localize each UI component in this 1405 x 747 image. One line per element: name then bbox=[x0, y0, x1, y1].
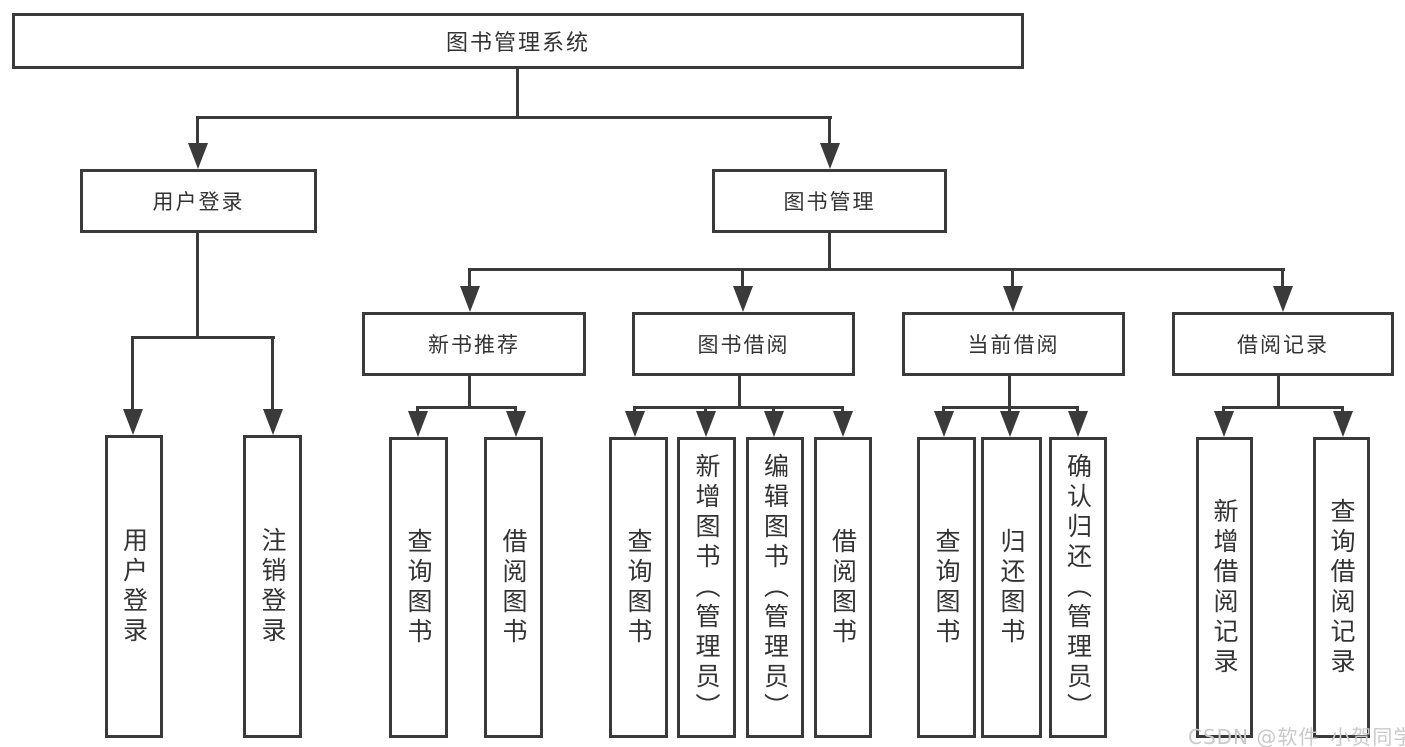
connector-records-stem bbox=[1277, 376, 1280, 409]
leaf-current-confirm-return-admin: 确认归还（管理员） bbox=[1049, 437, 1107, 738]
arrow-borrow-1 bbox=[625, 411, 645, 437]
connector-newbook-stem bbox=[468, 376, 471, 409]
arrow-current-2 bbox=[1000, 411, 1020, 437]
connector-level2-bar bbox=[468, 268, 1285, 271]
node-current-borrow: 当前借阅 bbox=[902, 312, 1125, 376]
connector-drop-borrow bbox=[741, 268, 744, 294]
leaf-records-query-record: 查询借阅记录 bbox=[1313, 437, 1370, 738]
node-book-borrow: 图书借阅 bbox=[632, 312, 855, 376]
arrow-records-2 bbox=[1333, 411, 1353, 437]
node-user-login: 用户登录 bbox=[80, 169, 317, 233]
connector-drop-logout bbox=[271, 336, 274, 420]
connector-drop-login bbox=[131, 336, 134, 420]
arrow-current-1 bbox=[934, 411, 954, 437]
arrow-to-newbook bbox=[460, 286, 480, 312]
connector-records-bar bbox=[1222, 406, 1344, 409]
node-new-book-recommend: 新书推荐 bbox=[362, 312, 586, 376]
connector-management-stem bbox=[828, 233, 831, 271]
leaf-newbook-query-books: 查询图书 bbox=[389, 437, 448, 738]
arrow-current-3 bbox=[1068, 411, 1088, 437]
connector-current-stem bbox=[1008, 376, 1011, 409]
arrow-borrow-2 bbox=[696, 411, 716, 437]
connector-drop-records bbox=[1281, 268, 1284, 294]
arrow-newbook-2 bbox=[506, 411, 526, 437]
leaf-borrow-borrow-books: 借阅图书 bbox=[814, 437, 872, 738]
node-book-management: 图书管理 bbox=[712, 169, 947, 233]
arrow-to-logout bbox=[263, 409, 283, 435]
connector-drop-newbook bbox=[468, 268, 471, 294]
leaf-newbook-borrow-books: 借阅图书 bbox=[484, 437, 543, 738]
connector-login-stem bbox=[196, 233, 199, 339]
arrow-borrow-4 bbox=[833, 411, 853, 437]
leaf-logout-login: 注销登录 bbox=[243, 435, 302, 738]
connector-level1-bar bbox=[196, 116, 832, 119]
arrow-to-current bbox=[1003, 286, 1023, 312]
arrow-newbook-1 bbox=[408, 411, 428, 437]
arrow-borrow-3 bbox=[764, 411, 784, 437]
connector-drop-user-login bbox=[196, 116, 199, 150]
leaf-current-return-books: 归还图书 bbox=[981, 437, 1042, 738]
leaf-current-query-books: 查询图书 bbox=[917, 437, 976, 738]
node-borrow-records: 借阅记录 bbox=[1172, 312, 1394, 376]
leaf-borrow-query-books: 查询图书 bbox=[609, 437, 668, 738]
arrow-to-login bbox=[123, 409, 143, 435]
watermark-text: CSDN @软件_小贺同学 bbox=[1188, 725, 1405, 747]
node-library-management-system: 图书管理系统 bbox=[12, 13, 1024, 69]
connector-borrow-stem bbox=[738, 376, 741, 409]
connector-root-stem bbox=[516, 69, 519, 119]
leaf-borrow-edit-books-admin: 编辑图书（管理员） bbox=[746, 437, 804, 738]
arrow-records-1 bbox=[1214, 411, 1234, 437]
connector-borrow-bar bbox=[633, 406, 844, 409]
arrow-to-records bbox=[1273, 286, 1293, 312]
connector-newbook-bar bbox=[416, 406, 517, 409]
connector-drop-book-management bbox=[828, 116, 831, 150]
arrow-to-borrow bbox=[733, 286, 753, 312]
leaf-user-login: 用户登录 bbox=[105, 435, 163, 738]
leaf-borrow-add-books-admin: 新增图书（管理员） bbox=[677, 437, 736, 738]
connector-drop-current bbox=[1011, 268, 1014, 294]
arrow-to-book-management bbox=[820, 143, 840, 169]
leaf-records-add-record: 新增借阅记录 bbox=[1196, 437, 1253, 738]
arrow-to-user-login bbox=[188, 143, 208, 169]
connector-login-bar bbox=[131, 336, 275, 339]
